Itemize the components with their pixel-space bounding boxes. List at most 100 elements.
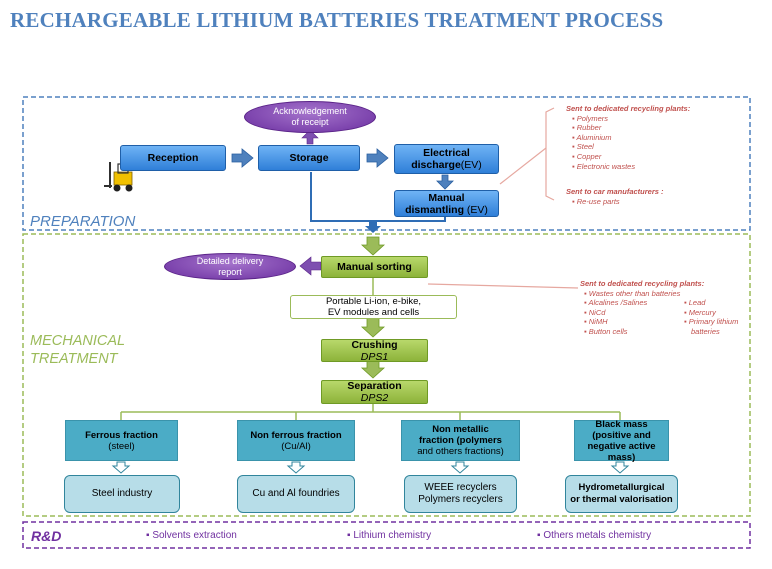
arrow-frac-4: [610, 461, 630, 474]
preparation-border: [22, 96, 751, 231]
mechanical-border: [22, 233, 751, 517]
portable-line1: Portable Li-ion, e-bike,: [325, 296, 422, 307]
manual-line2: dismantling: [405, 203, 464, 216]
fraction-non-ferrous: Non ferrous fraction (Cu/Al): [237, 420, 355, 461]
mech-note-item: batteries: [691, 326, 720, 336]
destination-weee-line2: Polymers recyclers: [418, 494, 503, 505]
mech-note-item: ▪ Primary lithium: [684, 317, 739, 327]
electrical-discharge-box: Electrical discharge(EV): [394, 144, 499, 174]
arrow-frac-2: [286, 461, 306, 474]
destination-steel-industry: Steel industry: [64, 475, 180, 513]
separation-label: Separation: [347, 380, 402, 392]
fraction-non-metallic-line3: and others fractions): [417, 446, 504, 457]
fraction-non-ferrous-line2: (Cu/Al): [281, 440, 311, 452]
arrow-sorting-delivery: [299, 256, 322, 276]
arrow-storage-electrical: [366, 148, 389, 168]
prep-recycling-heading: Sent to dedicated recycling plants:: [566, 104, 691, 113]
arrow-electrical-manual: [436, 174, 454, 190]
destination-weee-polymers: WEEE recyclers Polymers recyclers: [404, 475, 517, 513]
manual-sorting-box: Manual sorting: [321, 256, 428, 278]
crushing-box: Crushing DPS1: [321, 338, 428, 363]
section-label-mechanical: MECHANICAL TREATMENT: [30, 332, 125, 368]
section-label-rd: R&D: [31, 528, 62, 544]
destination-cu-al-foundries: Cu and Al foundries: [237, 475, 355, 513]
mech-notes-heading: Sent to dedicated recycling plants:: [580, 279, 705, 288]
prep-note-leader: [499, 147, 547, 185]
mech-note-item: ▪ Wastes other than batteries: [584, 288, 681, 298]
mech-notes: Sent to dedicated recycling plants: ▪ Wa…: [580, 279, 750, 337]
electrical-line1: Electrical: [423, 147, 470, 159]
line-manual-down: [373, 217, 446, 222]
electrical-tag: (EV): [460, 159, 482, 171]
fraction-black-mass-line3: negative active mass): [587, 440, 656, 463]
arrow-frac-1: [111, 461, 131, 474]
delivery-line2: report: [218, 266, 242, 277]
portable-batteries-box: Portable Li-ion, e-bike, EV modules and …: [290, 295, 457, 319]
fraction-black-mass-line2: (positive and: [592, 429, 651, 441]
prep-recycling-item: ▪ Electronic wastes: [572, 161, 636, 171]
ack-line2: of receipt: [291, 117, 329, 127]
prep-notes: Sent to dedicated recycling plants: ▪ Po…: [566, 104, 736, 206]
reception-box: Reception: [120, 145, 226, 171]
portable-line2: EV modules and cells: [327, 307, 420, 318]
prep-recycling-item: ▪ Rubber: [572, 123, 602, 133]
fraction-non-metallic-line1: Non metallic: [432, 424, 489, 435]
arrow-to-sorting-blue: [365, 221, 381, 233]
fraction-black-mass: Black mass (positive and negative active…: [574, 418, 669, 463]
prep-recycling-item: ▪ Aluminium: [572, 132, 612, 142]
fraction-black-mass-line1: Black mass: [595, 418, 648, 430]
electrical-line2: discharge: [411, 159, 461, 171]
destination-hydro-line1: Hydrometallurgical: [578, 482, 665, 493]
fraction-non-metallic: Non metallic fraction (polymers and othe…: [401, 420, 520, 461]
page-title: RECHARGEABLE LITHIUM BATTERIES TREATMENT…: [10, 8, 664, 32]
fraction-non-metallic-line2: fraction (polymers: [419, 435, 502, 446]
mech-note-item: ▪ NiMH: [584, 317, 608, 327]
mech-note-leader: [427, 283, 579, 289]
arrow-frac-3: [450, 461, 470, 474]
section-label-mechanical-line1: MECHANICAL: [30, 333, 126, 349]
arrow-reception-storage: [231, 148, 254, 168]
prep-recycling-item: ▪ Copper: [572, 151, 602, 161]
forklift-icon: [104, 162, 133, 192]
fraction-ferrous-line1: Ferrous fraction: [85, 429, 158, 441]
fraction-ferrous: Ferrous fraction (steel): [65, 420, 178, 461]
destination-hydrometallurgical: Hydrometallurgical or thermal valorisati…: [565, 475, 678, 513]
ack-line1: Acknowledgement: [273, 106, 347, 116]
rd-item: ▪ Others metals chemistry: [537, 530, 652, 541]
acknowledgement-ellipse: Acknowledgement of receipt: [244, 101, 376, 133]
fraction-non-ferrous-line1: Non ferrous fraction: [250, 429, 342, 441]
mech-note-item: ▪ Mercury: [684, 307, 716, 317]
crushing-code: DPS1: [360, 350, 389, 363]
manual-tag: (EV): [466, 203, 488, 216]
mech-note-item: ▪ Button cells: [584, 326, 628, 336]
rd-item: ▪ Lithium chemistry: [347, 530, 432, 541]
mech-note-item: ▪ Lead: [684, 298, 706, 308]
rd-border: [22, 521, 751, 549]
manual-dismantling-box: Manual dismantling (EV): [394, 190, 499, 217]
prep-car-item: ▪ Re-use parts: [572, 196, 620, 206]
delivery-report-ellipse: Detailed delivery report: [164, 253, 296, 280]
manual-line1: Manual: [428, 191, 465, 204]
prep-car-heading: Sent to car manufacturers :: [566, 187, 664, 197]
arrow-green-2: [360, 317, 386, 338]
delivery-line1: Detailed delivery: [196, 255, 264, 266]
arrow-green-3: [360, 360, 386, 379]
fraction-ferrous-line2: (steel): [108, 440, 135, 452]
separation-code: DPS2: [360, 392, 389, 404]
prep-recycling-item: ▪ Steel: [572, 142, 594, 152]
line-storage-down: [310, 172, 373, 222]
prep-recycling-item: ▪ Polymers: [572, 113, 609, 123]
crushing-label: Crushing: [351, 338, 398, 351]
separation-box: Separation DPS2: [321, 380, 428, 404]
section-label-preparation: PREPARATION: [30, 213, 136, 230]
arrow-green-1: [360, 236, 386, 256]
mech-note-item: ▪ NiCd: [584, 307, 606, 317]
mech-note-item: ▪ Alcalines /Salines: [584, 298, 648, 308]
prep-note-bracket: [545, 107, 555, 201]
storage-box: Storage: [258, 145, 360, 171]
destination-hydro-line2: or thermal valorisation: [570, 494, 673, 505]
section-label-mechanical-line2: TREATMENT: [30, 351, 118, 367]
destination-weee-line1: WEEE recyclers: [424, 482, 497, 493]
rd-item: ▪ Solvents extraction: [146, 530, 237, 541]
